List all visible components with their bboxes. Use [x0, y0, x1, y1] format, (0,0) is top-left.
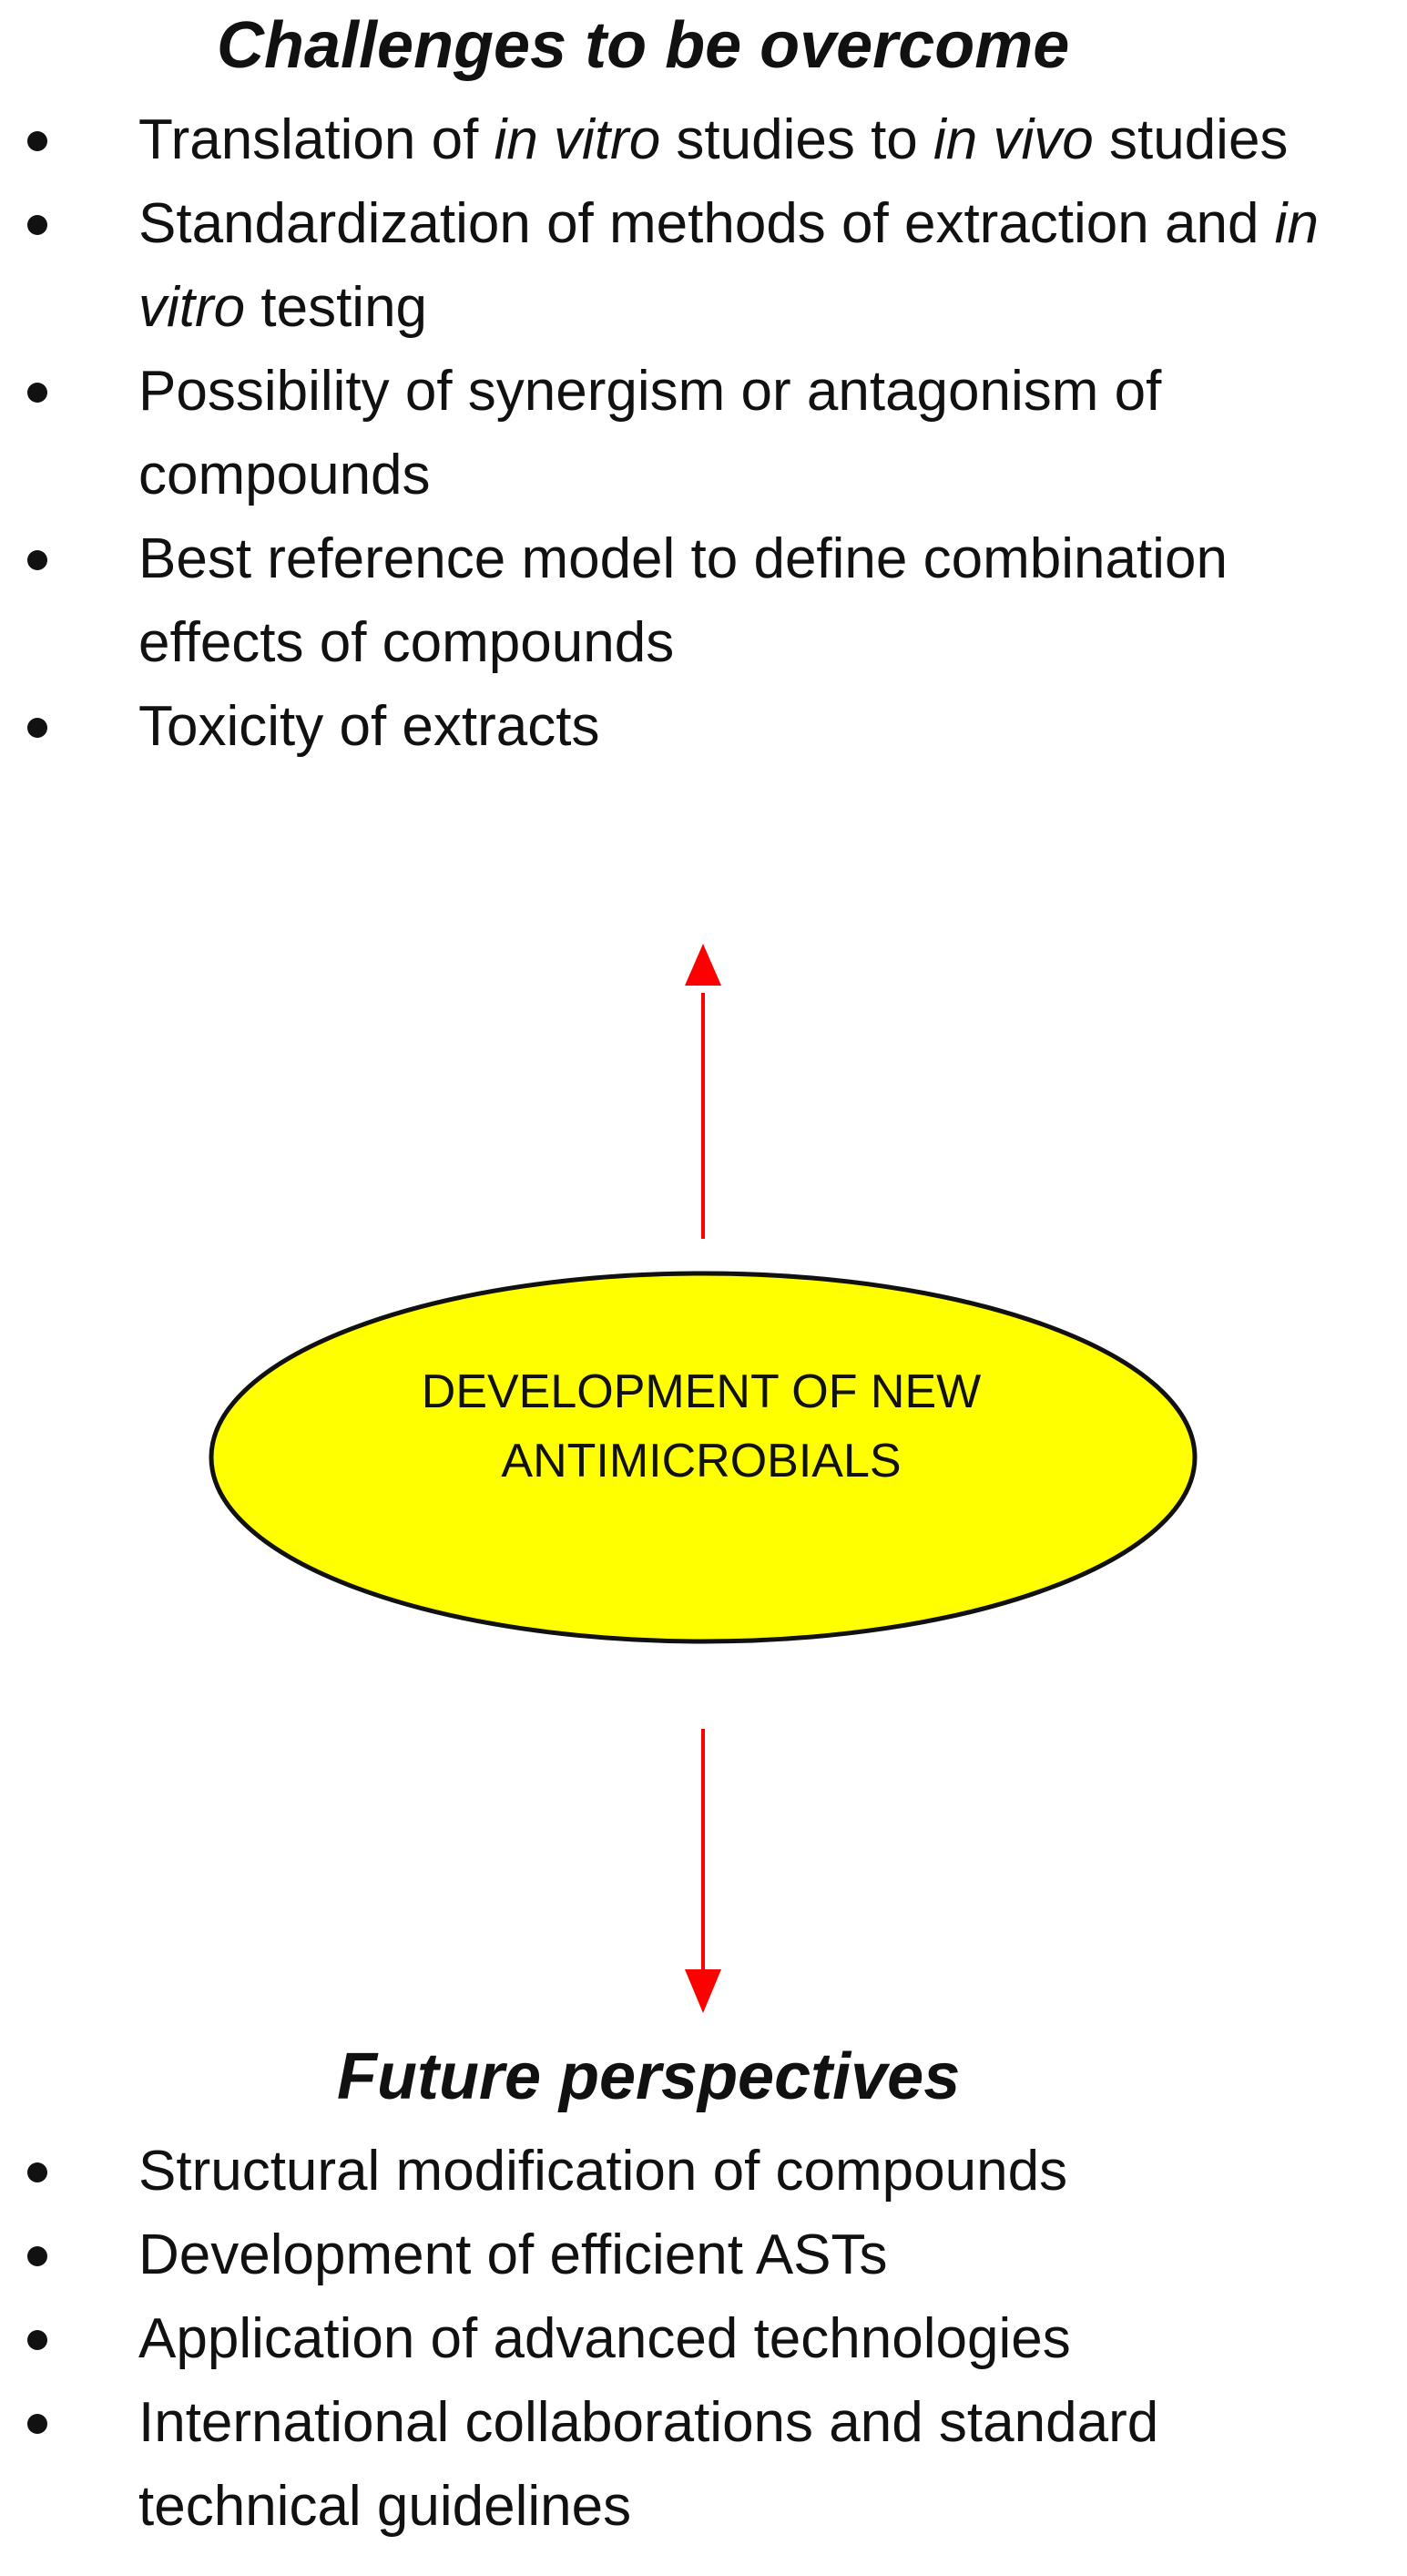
center-label-line-2: ANTIMICROBIALS	[501, 1435, 902, 1487]
text-run: testing	[245, 276, 428, 339]
challenges-list: Translation of in vitro studies to in vi…	[0, 98, 1407, 769]
bullet-dot-icon	[27, 2246, 47, 2266]
challenge-item: Standardization of methods of extraction…	[0, 182, 1407, 350]
challenge-item-text: Toxicity of extracts	[138, 685, 1389, 769]
text-run: Translation of	[138, 108, 494, 171]
text-run: Application of advanced technologies	[138, 2307, 1071, 2370]
future-item: Development of efficient ASTs	[0, 2213, 1407, 2297]
bullet-dot-icon	[27, 718, 47, 738]
challenge-item: Toxicity of extracts	[0, 685, 1407, 769]
future-item-text: Application of advanced technologies	[138, 2297, 1389, 2381]
text-run: Best reference model to define combinati…	[138, 527, 1228, 674]
text-run: studies	[1093, 108, 1289, 171]
challenge-item-text: Best reference model to define combinati…	[138, 517, 1389, 685]
future-item-text: International collaborations and standar…	[138, 2381, 1389, 2549]
italic-term: in vitro	[494, 108, 661, 171]
text-run: Standardization of methods of extraction…	[138, 192, 1275, 255]
bullet-dot-icon	[27, 131, 47, 151]
future-title: Future perspectives	[337, 2040, 961, 2113]
bullet-dot-icon	[27, 550, 47, 570]
future-item: Application of advanced technologies	[0, 2297, 1407, 2381]
text-run: International collaborations and standar…	[138, 2391, 1159, 2538]
challenge-item: Best reference model to define combinati…	[0, 517, 1407, 685]
italic-term: in vivo	[933, 108, 1094, 171]
text-run: Development of efficient ASTs	[138, 2223, 888, 2286]
text-run: Toxicity of extracts	[138, 695, 600, 758]
text-run: Possibility of synergism or antagonism o…	[138, 360, 1162, 506]
text-run: Structural modification of compounds	[138, 2140, 1068, 2203]
future-item-text: Structural modification of compounds	[138, 2130, 1389, 2213]
bullet-dot-icon	[27, 2162, 47, 2182]
center-ellipse	[209, 1271, 1198, 1644]
challenge-item-text: Translation of in vitro studies to in vi…	[138, 98, 1389, 182]
bullet-dot-icon	[27, 2330, 47, 2350]
bullet-dot-icon	[27, 2414, 47, 2434]
future-item-text: Development of efficient ASTs	[138, 2213, 1389, 2297]
text-run: studies to	[660, 108, 933, 171]
challenges-title: Challenges to be overcome	[217, 9, 1070, 82]
bullet-dot-icon	[27, 383, 47, 403]
italic-term: in vitro	[138, 192, 1319, 339]
center-label-line-1: DEVELOPMENT OF NEW	[421, 1365, 982, 1418]
bullet-dot-icon	[27, 215, 47, 235]
arrow-up-head	[685, 944, 721, 986]
future-item: International collaborations and standar…	[0, 2381, 1407, 2549]
arrow-down-head	[685, 1969, 721, 2013]
future-item: Structural modification of compounds	[0, 2130, 1407, 2213]
challenge-item-text: Possibility of synergism or antagonism o…	[138, 350, 1389, 517]
challenge-item: Possibility of synergism or antagonism o…	[0, 350, 1407, 517]
center-label: DEVELOPMENT OF NEW ANTIMICROBIALS	[301, 1357, 1102, 1496]
challenge-item-text: Standardization of methods of extraction…	[138, 182, 1389, 350]
challenge-item: Translation of in vitro studies to in vi…	[0, 98, 1407, 182]
